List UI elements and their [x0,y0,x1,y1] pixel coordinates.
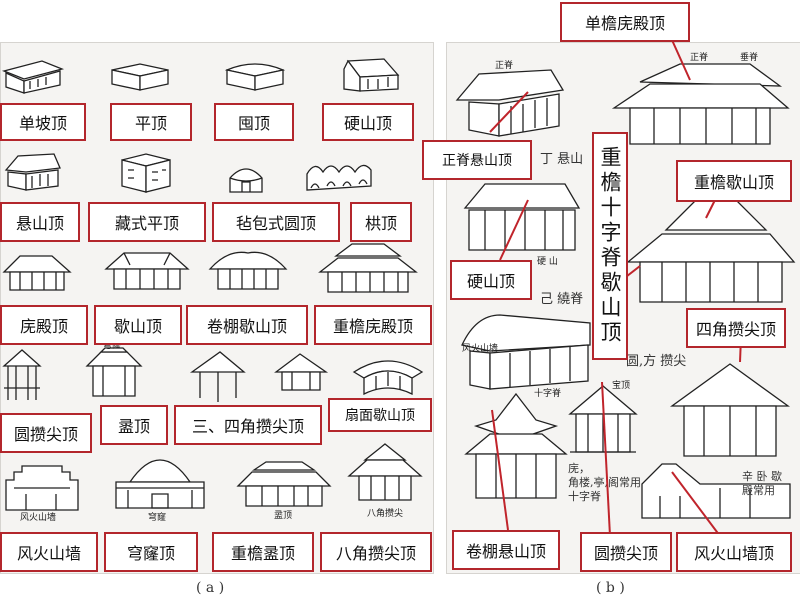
note-ding: 丁 悬山 [540,152,584,167]
sketch-three-four-pyramid [189,351,329,402]
sketch-encircled [224,63,286,91]
sketch-b-firewall-gable [641,463,791,519]
sketch-hard-gable [343,58,400,92]
note-c: 辛 卧 歇 殿常用 [742,470,782,497]
sketch-vault [306,164,372,191]
sketch-double-eave-truncated: 盝顶 [236,461,332,521]
label-firewall: 风火山墙 [0,532,98,572]
sketch-flat [111,63,169,91]
label-b-round-pyramid: 圆攒尖顶 [580,532,672,572]
sketch-hip [2,255,72,291]
label-flat: 平顶 [110,103,192,141]
label-b-ridge-overhanging: 正脊悬山顶 [422,140,532,180]
svg-text:穹窿: 穹窿 [148,511,166,523]
svg-text:硬 山: 硬 山 [537,256,558,267]
label-hard-gable: 硬山顶 [322,103,414,141]
note-b: 庑， 角楼,亭,阁常用 十字脊 [568,462,641,503]
label-b-firewall-gable: 风火山墙顶 [676,532,792,572]
sketch-single-slope [1,60,65,94]
sketch-fan-hip-gable [352,360,424,396]
caption-b: ( b ) [596,580,625,596]
label-double-eave-hip: 重檐庑殿顶 [314,305,432,345]
svg-text:风火山墙: 风火山墙 [20,511,56,523]
sketch-b-double-eave-hip-gable: 垂脊 [626,187,796,303]
label-round-pyramid: 圆攒尖顶 [0,413,92,453]
sketch-rolled-hip-gable [208,251,288,290]
sketch-hip-gable [104,252,190,290]
sketch-overhanging-gable [4,153,61,191]
arrow-ridge-overhanging [489,91,529,133]
svg-text:正脊: 正脊 [690,51,708,63]
label-rolled-hip-gable: 卷棚歇山顶 [186,305,308,345]
sketch-firewall: 风火山墙 [5,465,79,523]
label-double-eave-truncated: 重檐盝顶 [212,532,314,572]
sketch-b-cross-ridge: 十字脊 [464,387,568,499]
label-vault: 栱顶 [350,202,412,242]
arrow-rolled-overhanging [491,409,509,531]
label-b-four-corner-pyramid: 四角攒尖顶 [686,308,786,348]
svg-text:十字脊: 十字脊 [534,387,561,399]
label-tibetan-flat: 藏式平顶 [88,202,206,242]
label-b-cross-ridge-hip-gable: 重檐十字脊歇山顶 [592,132,628,360]
arrow-double-eave-hip [671,39,691,81]
label-b-hard-gable: 硬山顶 [450,260,532,300]
sketch-b-ridge-overhanging: 正脊 [455,59,565,137]
label-dome: 穹窿顶 [104,532,198,572]
label-fan-hip-gable: 扇面歇山顶 [328,398,432,432]
sketch-round-pyramid [2,349,42,400]
sketch-b-hard-gable: 硬 山 [463,183,581,267]
svg-text:八角攒尖: 八角攒尖 [367,507,403,519]
svg-text:垂脊: 垂脊 [740,51,758,63]
sketch-b-rolled-overhanging: 风火山墙 [461,314,591,390]
label-felt-round: 毡包式圆顶 [212,202,340,242]
label-octagonal-pyramid: 八角攒尖顶 [320,532,432,572]
label-hip-gable: 歇山顶 [94,305,182,345]
svg-text:盝顶: 盝顶 [274,510,292,521]
svg-text:宝顶: 宝顶 [612,379,630,391]
sketch-tibetan-flat [121,153,171,193]
sketch-double-eave-hip [318,243,418,293]
label-single-slope: 单坡顶 [0,103,86,141]
sketch-b-four-corner-pyramid [669,363,791,457]
label-overhanging-gable: 悬山顶 [0,202,80,242]
note-round-square: 圆,方 攒尖 [626,354,687,369]
label-hip: 庑殿顶 [0,305,88,345]
note-a-ziji: 己 繞脊 [540,292,584,307]
svg-text:风火山墙: 风火山墙 [462,342,498,354]
arrow-hard-gable [499,199,529,261]
svg-text:正脊: 正脊 [495,59,513,71]
caption-a: ( a ) [196,580,225,596]
label-b-double-eave-hip-gable: 重檐歇山顶 [676,160,792,202]
arrow-round-pyramid [601,381,611,537]
label-three-four-pyramid: 三、四角攒尖顶 [174,405,322,445]
label-b-rolled-overhanging: 卷棚悬山顶 [452,530,560,570]
sketch-octagonal-pyramid: 八角攒尖 [347,443,423,519]
sketch-b-double-eave-hip: 正脊 垂脊 [611,51,790,145]
label-b-double-eave-hip: 单檐庑殿顶 [560,2,690,42]
sketch-felt-round [229,168,263,193]
arrow-firewall-gable [671,471,721,537]
label-truncated: 盝顶 [100,405,168,445]
sketch-dome: 穹窿 [115,459,205,523]
label-encircled: 囤顶 [214,103,294,141]
